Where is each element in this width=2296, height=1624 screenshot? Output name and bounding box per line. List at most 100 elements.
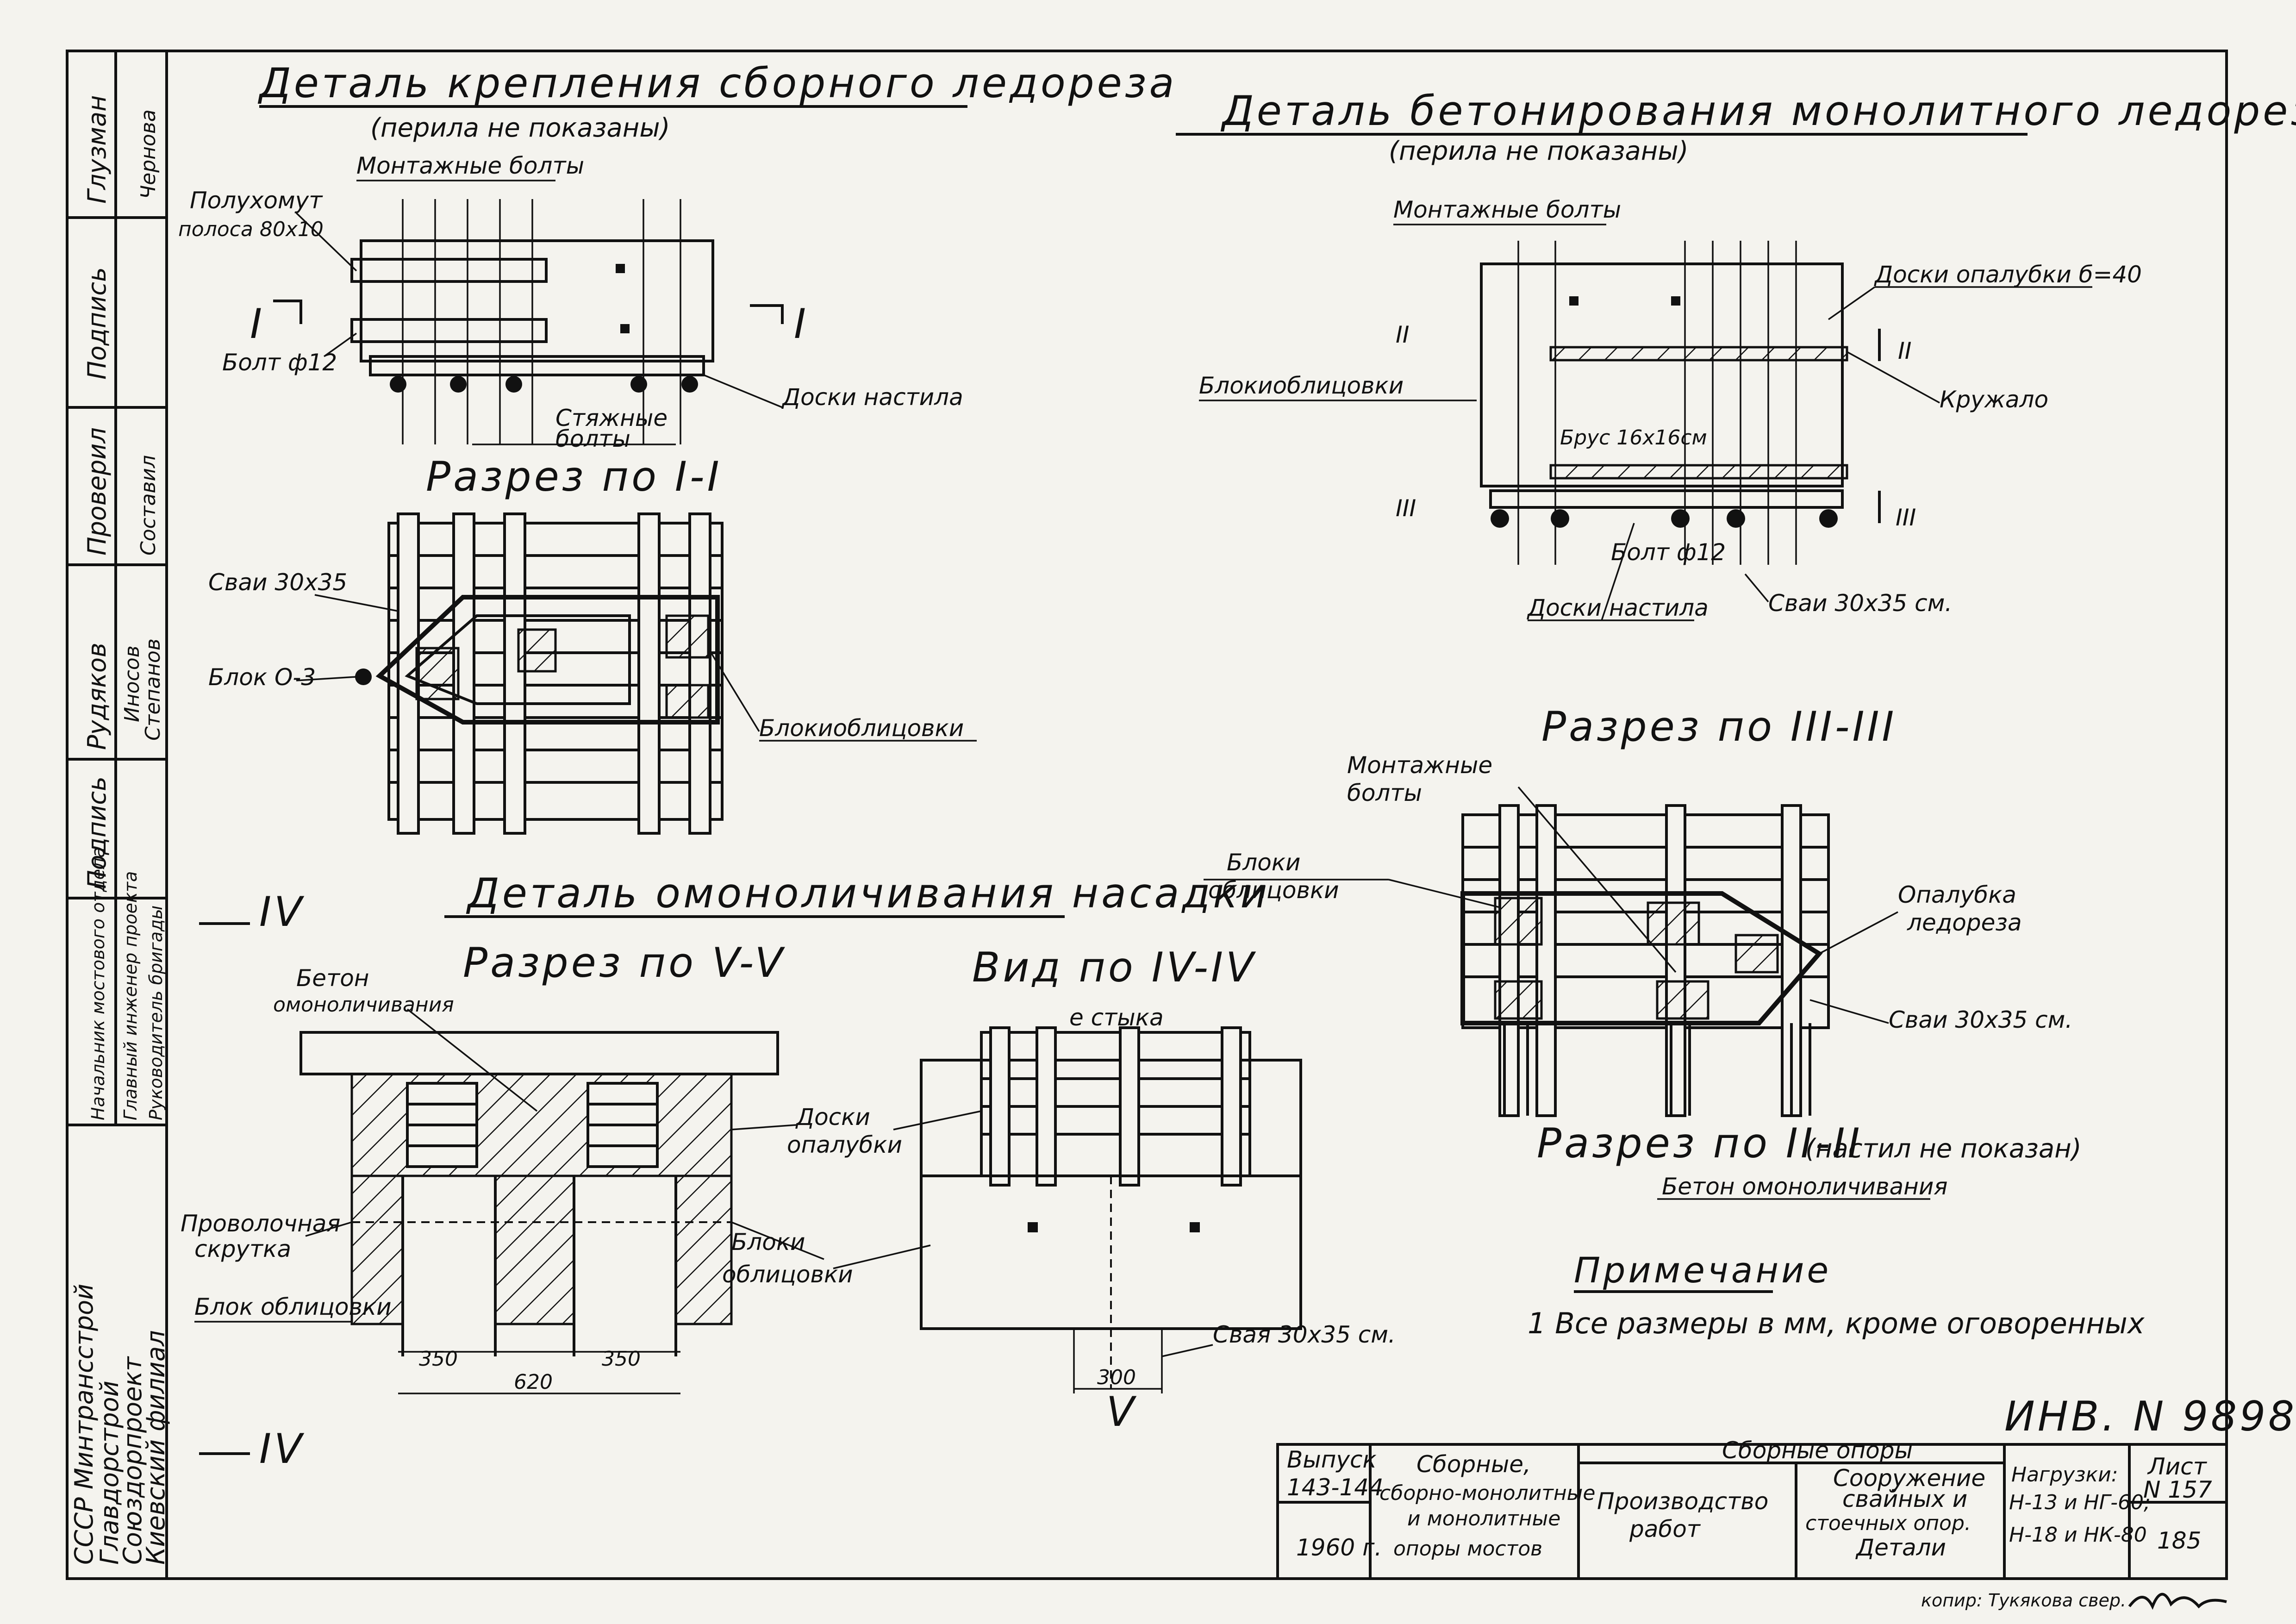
monolith-detail-title: Деталь бетонирования монолитного ледорез…	[1220, 87, 2296, 135]
note-block: Примечание 1 Все размеры в мм, кроме ого…	[1528, 1249, 2145, 1340]
issue-label: Выпуск	[1287, 1446, 1377, 1473]
section-mark-III-left: III	[1396, 495, 1416, 522]
label-wire-a: Проволочная	[181, 1210, 340, 1237]
stamp-role-signature-2: Подпись	[82, 776, 112, 889]
stamp-name-3: Рудяков	[82, 643, 112, 750]
stamp-org-3: Руководитель бригады	[146, 906, 166, 1120]
label-joint: е стыка	[1069, 1004, 1164, 1031]
label-concrete-fill: Бетон омоноличивания	[1662, 1173, 1947, 1200]
view-4-title: Вид по IV-IV	[972, 943, 1256, 991]
label-tie-bolts-2: болты	[555, 425, 630, 452]
issue-year: 1960 г.	[1296, 1534, 1382, 1561]
title-col1-l1: Сборные,	[1416, 1451, 1531, 1478]
title-col1-l2: сборно-монолитные	[1379, 1481, 1595, 1505]
dim-300: 300	[1097, 1366, 1136, 1389]
section-mark-I-left: I	[250, 300, 265, 348]
section-mark-IV-top: IV	[259, 888, 305, 936]
label-facing-blocks: Блокиоблицовки	[759, 715, 964, 742]
note-text: 1 Все размеры в мм, кроме оговоренных	[1528, 1306, 2145, 1340]
stamp-name-4: Иносов	[120, 645, 144, 722]
label-tie-bolts-1: Стяжные	[555, 405, 668, 431]
stamp-company-2: Главдорстрой	[95, 1380, 124, 1565]
inventory-number: ИНВ. N 9898	[2004, 1393, 2296, 1440]
title-col1-l4: опоры мостов	[1393, 1537, 1542, 1561]
label-blocks-a: Блоки	[1227, 849, 1301, 876]
label-bolt12: Болт ф12	[222, 349, 337, 376]
copy-line: копир: Тукякова свер.	[1921, 1590, 2126, 1611]
label-formwork-a: Опалубка	[1898, 881, 2016, 908]
section-mark-V: V	[1106, 1388, 1137, 1436]
section-mark-III-right: III	[1896, 504, 1916, 531]
title-block: Выпуск 143-144 1960 г. Сборные, сборно-м…	[1276, 1437, 2228, 1580]
title-col3-l1: Сооружение	[1833, 1465, 1985, 1492]
prefab-fastening-detail: Деталь крепления сборного ледореза (пери…	[178, 59, 1174, 452]
label-facing-blocks-3b: облицовки	[722, 1261, 853, 1288]
label-block-o3: Блок О-3	[208, 664, 316, 691]
label-formwork-boards: Доски опалубки б=40	[1874, 261, 2142, 288]
monolith-detail-note: (перила не показаны)	[1389, 136, 1688, 166]
label-deck-boards: Доски настила	[781, 384, 963, 411]
stamp-name-5: Степанов	[141, 638, 165, 741]
title-col3-l4: Детали	[1855, 1534, 1946, 1561]
label-blocks-b: облицовки	[1208, 877, 1339, 904]
dim-350-a: 350	[419, 1347, 458, 1371]
label-bolt12-2: Болт ф12	[1611, 539, 1726, 566]
label-facing-block: Блок облицовки	[194, 1293, 392, 1320]
loads-l3: Н-18 и НК-80	[2009, 1523, 2147, 1547]
label-mount-bolts-3a: Монтажные	[1347, 752, 1492, 779]
stamp-company-3: Союздорпроект	[118, 1356, 147, 1565]
issue-number: 143-144	[1287, 1474, 1384, 1501]
label-pile-cm: Свая 30х35 см.	[1213, 1321, 1396, 1348]
section-mark-II-right: II	[1898, 337, 1912, 364]
stamp-company-4: Киевский филиал	[141, 1330, 170, 1565]
label-formwork-boards-a: Доски	[795, 1104, 870, 1131]
loads-l2: Н-13 и НГ-60;	[2009, 1491, 2151, 1514]
label-concrete-b: омоноличивания	[273, 993, 454, 1017]
label-formwork-boards-b: опалубки	[787, 1131, 902, 1158]
label-half-clamp-2: полоса 80х10	[178, 218, 324, 241]
title-header: Сборные опоры	[1722, 1437, 1913, 1464]
label-kruzhalo: Кружало	[1940, 386, 2048, 413]
section-3-title: Разрез по III-III	[1541, 703, 1897, 750]
stamp-role-signature: Подпись	[82, 267, 112, 380]
label-formwork-b: ледореза	[1907, 909, 2022, 936]
section-mark-IV-bottom: IV	[259, 1425, 305, 1473]
section-mark-II-left: II	[1396, 321, 1410, 348]
monolith-concreting-detail: Деталь бетонирования монолитного ледорез…	[1176, 87, 2296, 621]
stamp-role-compiled: Составил	[137, 455, 160, 556]
page-number: 185	[2157, 1527, 2201, 1554]
label-mount-bolts: Монтажные болты	[356, 152, 584, 179]
label-beam: Брус 16х16см	[1560, 426, 1707, 450]
stamp-org-2: Главный инженер проекта	[120, 871, 141, 1120]
label-mount-bolts-3b: болты	[1347, 780, 1422, 806]
title-col2-l2: работ	[1629, 1516, 1701, 1543]
section-5-title: Разрез по V-V	[463, 939, 786, 987]
loads-l1: Нагрузки:	[2011, 1463, 2118, 1487]
dim-350-b: 350	[602, 1347, 641, 1371]
label-deck-boards-2: Доски настила	[1527, 594, 1709, 621]
sheet-label: Лист	[2147, 1453, 2208, 1480]
label-facing-blocks-3a: Блоки	[731, 1229, 805, 1255]
sheet-number: N 157	[2143, 1476, 2212, 1503]
label-facing-blocks-2: Блокиоблицовки	[1199, 372, 1404, 399]
stamp-company-1: СССР Минтрансстрой	[69, 1284, 99, 1565]
section-2-note: (настил не показан)	[1805, 1134, 2082, 1164]
label-mount-bolts-2: Монтажные болты	[1393, 196, 1621, 223]
stamp-name-1: Глузман	[82, 95, 112, 204]
note-heading: Примечание	[1574, 1249, 1831, 1291]
side-stamp: Глузман Чернова Подпись Проверил Состави…	[66, 50, 170, 1580]
label-piles-30x35: Сваи 30х35	[208, 569, 347, 596]
cap-detail-title: Деталь омоноличивания насадки	[466, 869, 1270, 917]
stamp-name-2: Чернова	[137, 109, 160, 199]
label-half-clamp-1: Полухомут	[190, 187, 323, 214]
section-mark-I-right: I	[794, 300, 809, 348]
cap-concreting-detail: Деталь омоноличивания насадки IV IV Разр…	[181, 869, 1396, 1473]
stamp-role-checked: Проверил	[82, 427, 112, 556]
title-col1-l3: и монолитные	[1407, 1507, 1560, 1530]
title-col2-l1: Производство	[1597, 1488, 1768, 1515]
stamp-org-1: Начальник мостового отдела	[88, 847, 108, 1120]
label-piles-cm: Сваи 30х35 см.	[1768, 590, 1952, 617]
prefab-detail-note: (перила не показаны)	[370, 113, 670, 143]
section-III-III: Разрез по III-III Монтажные болты Блоки …	[1204, 703, 2082, 1200]
